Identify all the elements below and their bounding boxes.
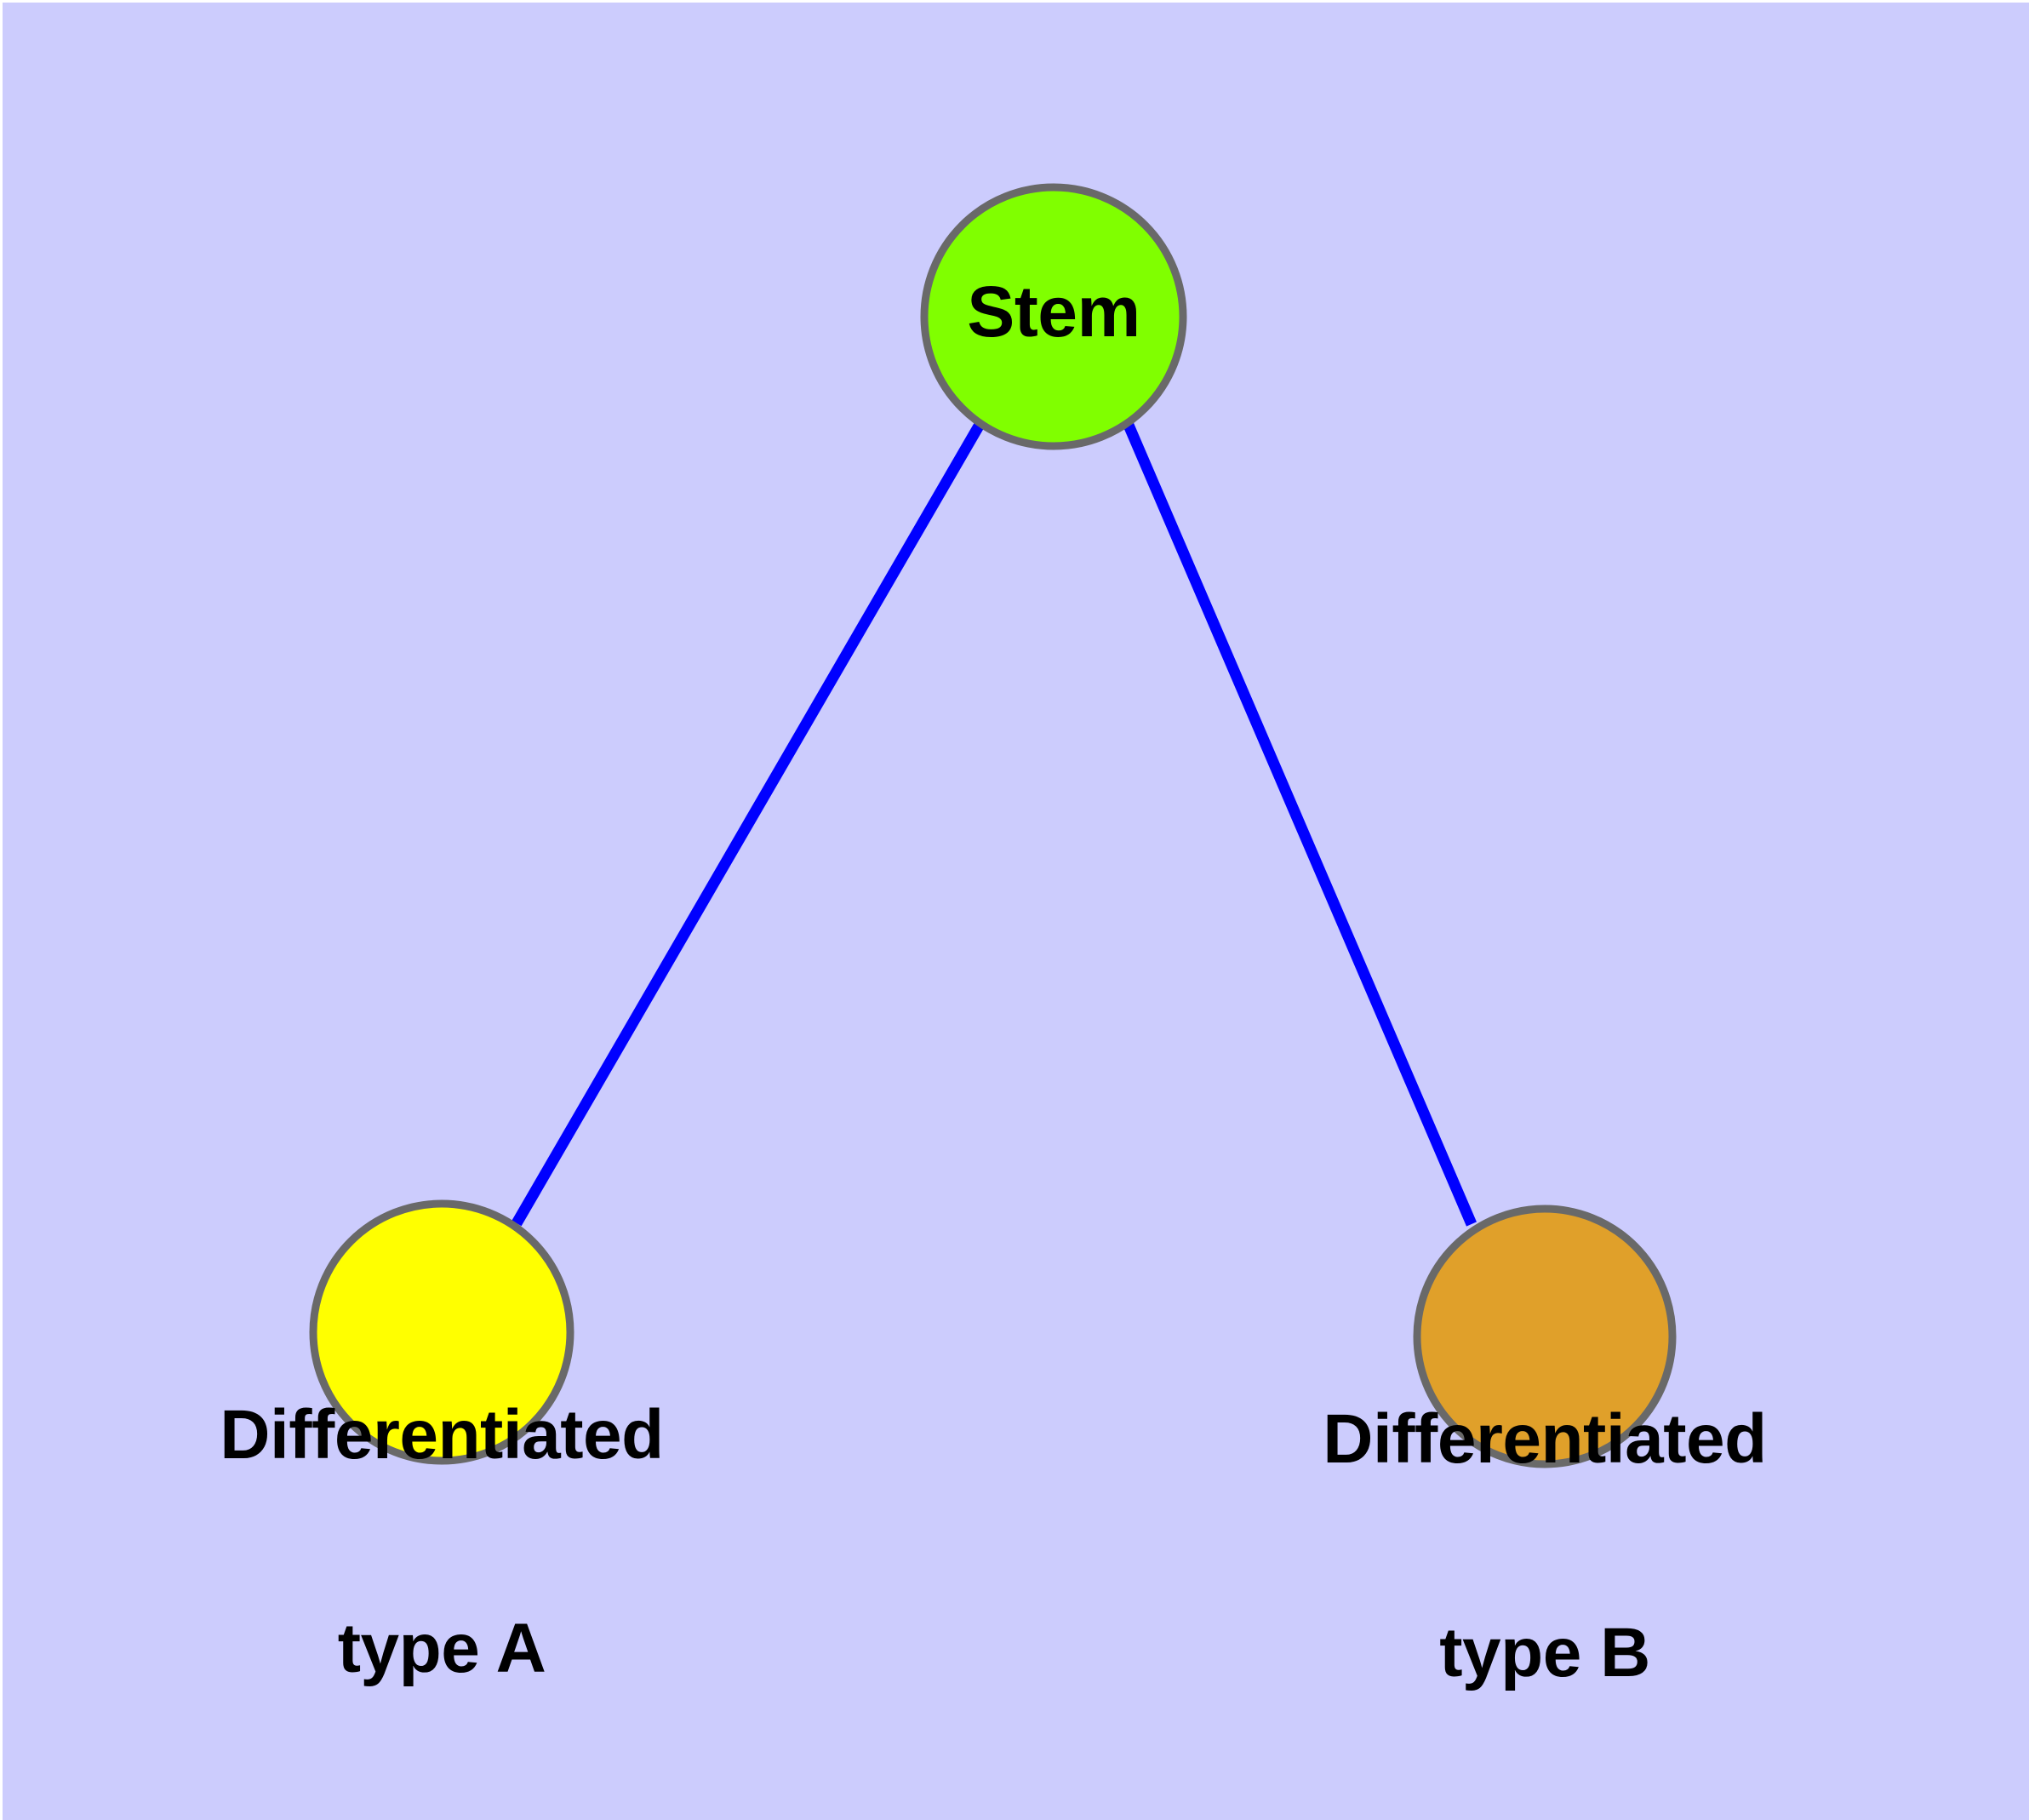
- node-differentiated-type-b-circle[interactable]: [1413, 1205, 1677, 1468]
- edge-stem-to-differentiated-type-b[interactable]: [1123, 421, 1477, 1227]
- node-stem-circle[interactable]: [920, 183, 1187, 450]
- node-layer: [309, 183, 1677, 1468]
- node-differentiated-type-a-circle[interactable]: [309, 1199, 574, 1465]
- edge-stem-to-differentiated-type-a[interactable]: [512, 420, 986, 1227]
- edge-layer: [512, 420, 1477, 1227]
